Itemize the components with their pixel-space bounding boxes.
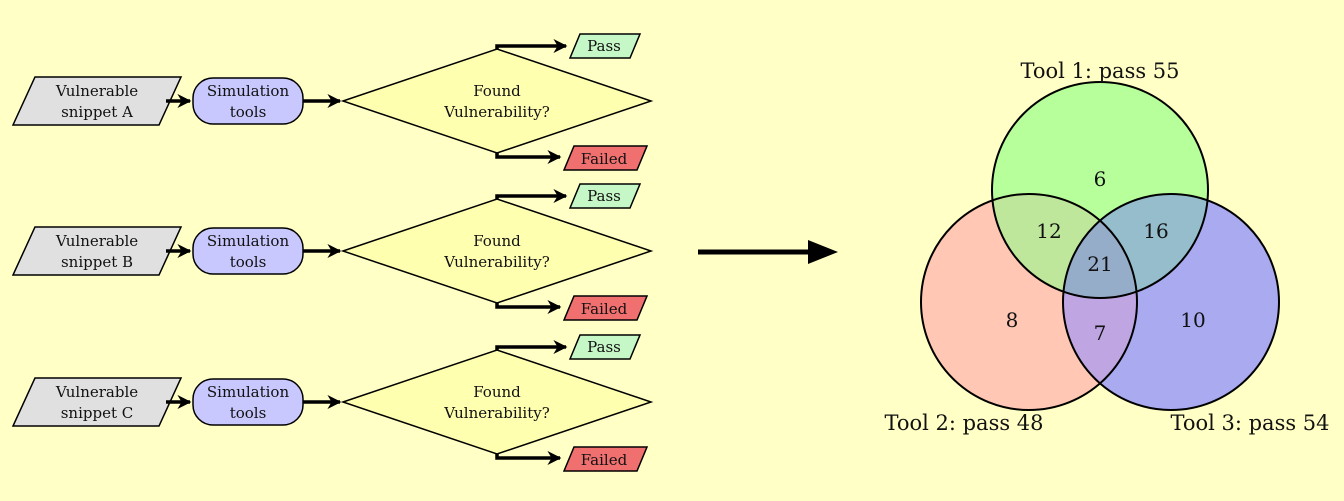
input-snippet-label-line-1: Vulnerable <box>55 232 138 250</box>
simulation-tools-label-line-1: Simulation <box>207 383 290 401</box>
decision-label-line-1: Found <box>473 383 521 401</box>
pass-label: Pass <box>587 338 621 356</box>
input-snippet-label-line-2: snippet C <box>61 404 134 422</box>
failed-box <box>562 145 649 171</box>
input-snippet-shape <box>11 377 183 427</box>
simulation-tools-label-line-2: tools <box>230 253 267 271</box>
arrow-to-pass <box>495 39 568 53</box>
failed-label: Failed <box>581 300 628 318</box>
arrow-to-failed <box>495 300 562 314</box>
failed-label: Failed <box>581 150 628 168</box>
decision-diamond <box>340 198 654 304</box>
venn-count-tool1-tool3: 16 <box>1143 219 1168 243</box>
decision-diamond <box>340 48 654 154</box>
failed-label: Failed <box>581 451 628 469</box>
simulation-tools-label-line-2: tools <box>230 404 267 422</box>
decision-label-line-1: Found <box>473 82 521 100</box>
pass-box <box>568 183 642 209</box>
input-snippet-label-line-1: Vulnerable <box>55 383 138 401</box>
decision-diamond <box>340 349 654 455</box>
venn-count-tool2-tool3: 7 <box>1094 321 1107 345</box>
arrow-to-failed <box>495 451 562 465</box>
arrow-to-pass <box>495 189 568 203</box>
venn-count-tool1-tool2: 12 <box>1036 219 1061 243</box>
transition-arrow <box>698 240 838 264</box>
venn-count-only-tool3: 10 <box>1180 308 1205 332</box>
decision-label-line-2: Vulnerability? <box>443 253 550 271</box>
input-snippet-shape <box>11 226 183 276</box>
venn-overlap-all <box>1063 194 1137 298</box>
input-snippet-label-line-2: snippet A <box>61 103 133 121</box>
pass-box <box>568 334 642 360</box>
simulation-tools-label-line-2: tools <box>230 103 267 121</box>
flow-row: Vulnerable snippet C Simulation tools FoundV… <box>11 334 654 472</box>
venn-title-tool3: Tool 3: pass 54 <box>1170 411 1329 435</box>
pass-label: Pass <box>587 187 621 205</box>
venn-count-only-tool2: 8 <box>1006 308 1019 332</box>
pass-box <box>568 33 642 59</box>
venn-count-only-tool1: 6 <box>1094 167 1107 191</box>
failed-box <box>562 446 649 472</box>
venn-title-tool2: Tool 2: pass 48 <box>884 411 1043 435</box>
simulation-tools-label-line-1: Simulation <box>207 82 290 100</box>
decision-label-line-2: Vulnerability? <box>443 103 550 121</box>
venn-title-tool1: Tool 1: pass 55 <box>1020 59 1179 83</box>
decision-label-line-1: Found <box>473 232 521 250</box>
flow-row: Vulnerable snippet A Simulation tools FoundV… <box>11 33 654 171</box>
venn-diagram: 6 8 10 12 16 7 21 Tool 1: pass 55 Tool 2… <box>884 59 1329 435</box>
arrow-to-failed <box>495 150 562 164</box>
input-snippet-label-line-1: Vulnerable <box>55 82 138 100</box>
arrow-to-pass <box>495 340 568 354</box>
decision-label-line-2: Vulnerability? <box>443 404 550 422</box>
input-snippet-label-line-2: snippet B <box>61 253 133 271</box>
pass-label: Pass <box>587 37 621 55</box>
venn-count-all-tools: 21 <box>1087 252 1112 276</box>
flow-row: Vulnerable snippet B Simulation tools FoundV… <box>11 183 654 321</box>
failed-box <box>562 295 649 321</box>
input-snippet-shape <box>11 76 183 126</box>
simulation-tools-label-line-1: Simulation <box>207 232 290 250</box>
